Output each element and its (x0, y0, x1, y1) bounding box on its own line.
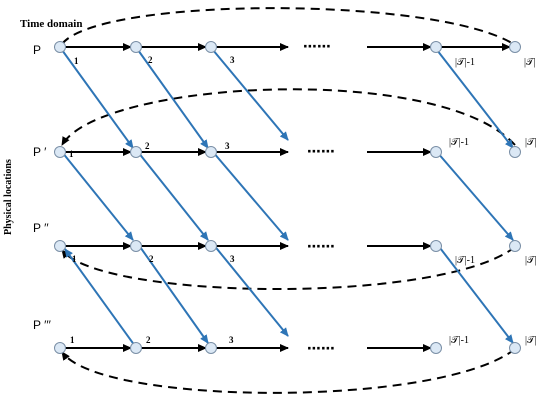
physical-locations-label: Physical locations (3, 159, 14, 235)
node (509, 146, 521, 158)
ellipsis: ⋯⋯ (303, 38, 331, 54)
blue-arrow (137, 49, 209, 149)
prev-time-label: |𝒯|-1 (449, 137, 469, 148)
step-label: 3 (230, 55, 235, 65)
blue-arrow (436, 49, 514, 149)
last-time-label: |𝒯| (525, 255, 537, 266)
row-label-p-double-prime: P ′′ (33, 221, 49, 235)
node (54, 342, 66, 354)
ellipsis: ⋯⋯ (307, 238, 335, 254)
node (130, 41, 142, 53)
row-label-p: P (33, 43, 41, 57)
step-label: 2 (148, 55, 153, 65)
time-domain-title: Time domain (20, 18, 82, 30)
node (130, 146, 142, 158)
blue-arrow (436, 243, 514, 344)
ellipsis: ⋯⋯ (307, 143, 335, 159)
dashed-loop-row1 (53, 7, 516, 53)
dashed-loop-row4 (61, 348, 516, 394)
last-time-label: |𝒯| (525, 137, 537, 148)
step-labels: 1 2 3 1 2 3 1 2 3 1 2 3 (69, 55, 235, 345)
blue-arrow (212, 243, 289, 337)
node (54, 41, 66, 53)
step-label: 2 (149, 254, 154, 264)
node (430, 41, 442, 53)
node (54, 240, 66, 252)
nodes (54, 41, 521, 354)
node (205, 41, 217, 53)
blue-arrow (436, 151, 514, 241)
node (430, 146, 442, 158)
node (430, 342, 442, 354)
ellipsis: ⋯⋯ (307, 340, 335, 356)
blue-arrow (137, 151, 209, 241)
prev-time-label: |𝒯|-1 (449, 335, 469, 346)
row-label-p-prime: P ′ (33, 145, 47, 159)
blue-arrow (137, 243, 209, 344)
step-label: 1 (70, 335, 75, 345)
step-label: 1 (69, 149, 74, 159)
blue-diagonal-arrows (61, 49, 514, 347)
prev-time-label: |𝒯|-1 (455, 255, 475, 266)
step-label: 3 (229, 335, 234, 345)
blue-arrow (61, 49, 134, 149)
dashed-loop-row3 (61, 246, 516, 290)
ellipses: ⋯⋯ ⋯⋯ ⋯⋯ ⋯⋯ (303, 38, 335, 356)
last-time-label: |𝒯| (524, 57, 536, 68)
end-labels: |𝒯|-1 |𝒯| |𝒯|-1 |𝒯| |𝒯|-1 |𝒯| |𝒯|-1 |𝒯| (449, 57, 537, 346)
step-label: 3 (225, 141, 230, 151)
node (205, 240, 217, 252)
prev-time-label: |𝒯|-1 (455, 57, 475, 68)
blue-arrow (212, 151, 289, 241)
blue-arrow (212, 49, 289, 141)
node (130, 240, 142, 252)
last-time-label: |𝒯| (525, 335, 537, 346)
node (509, 240, 521, 252)
blue-arrow-reverse (64, 248, 136, 347)
step-label: 1 (72, 254, 77, 264)
dashed-loop-row2 (61, 88, 516, 146)
step-label: 1 (74, 56, 79, 66)
step-label: 3 (230, 254, 235, 264)
node (54, 146, 66, 158)
blue-arrow (61, 151, 134, 241)
node (205, 342, 217, 354)
node (205, 146, 217, 158)
node (430, 240, 442, 252)
black-horizontal-arrows (65, 43, 511, 352)
node (130, 342, 142, 354)
node (509, 342, 521, 354)
row-label-p-triple-prime: P ′′′ (33, 318, 52, 332)
step-label: 2 (146, 335, 151, 345)
step-label: 2 (145, 141, 150, 151)
node (509, 41, 521, 53)
